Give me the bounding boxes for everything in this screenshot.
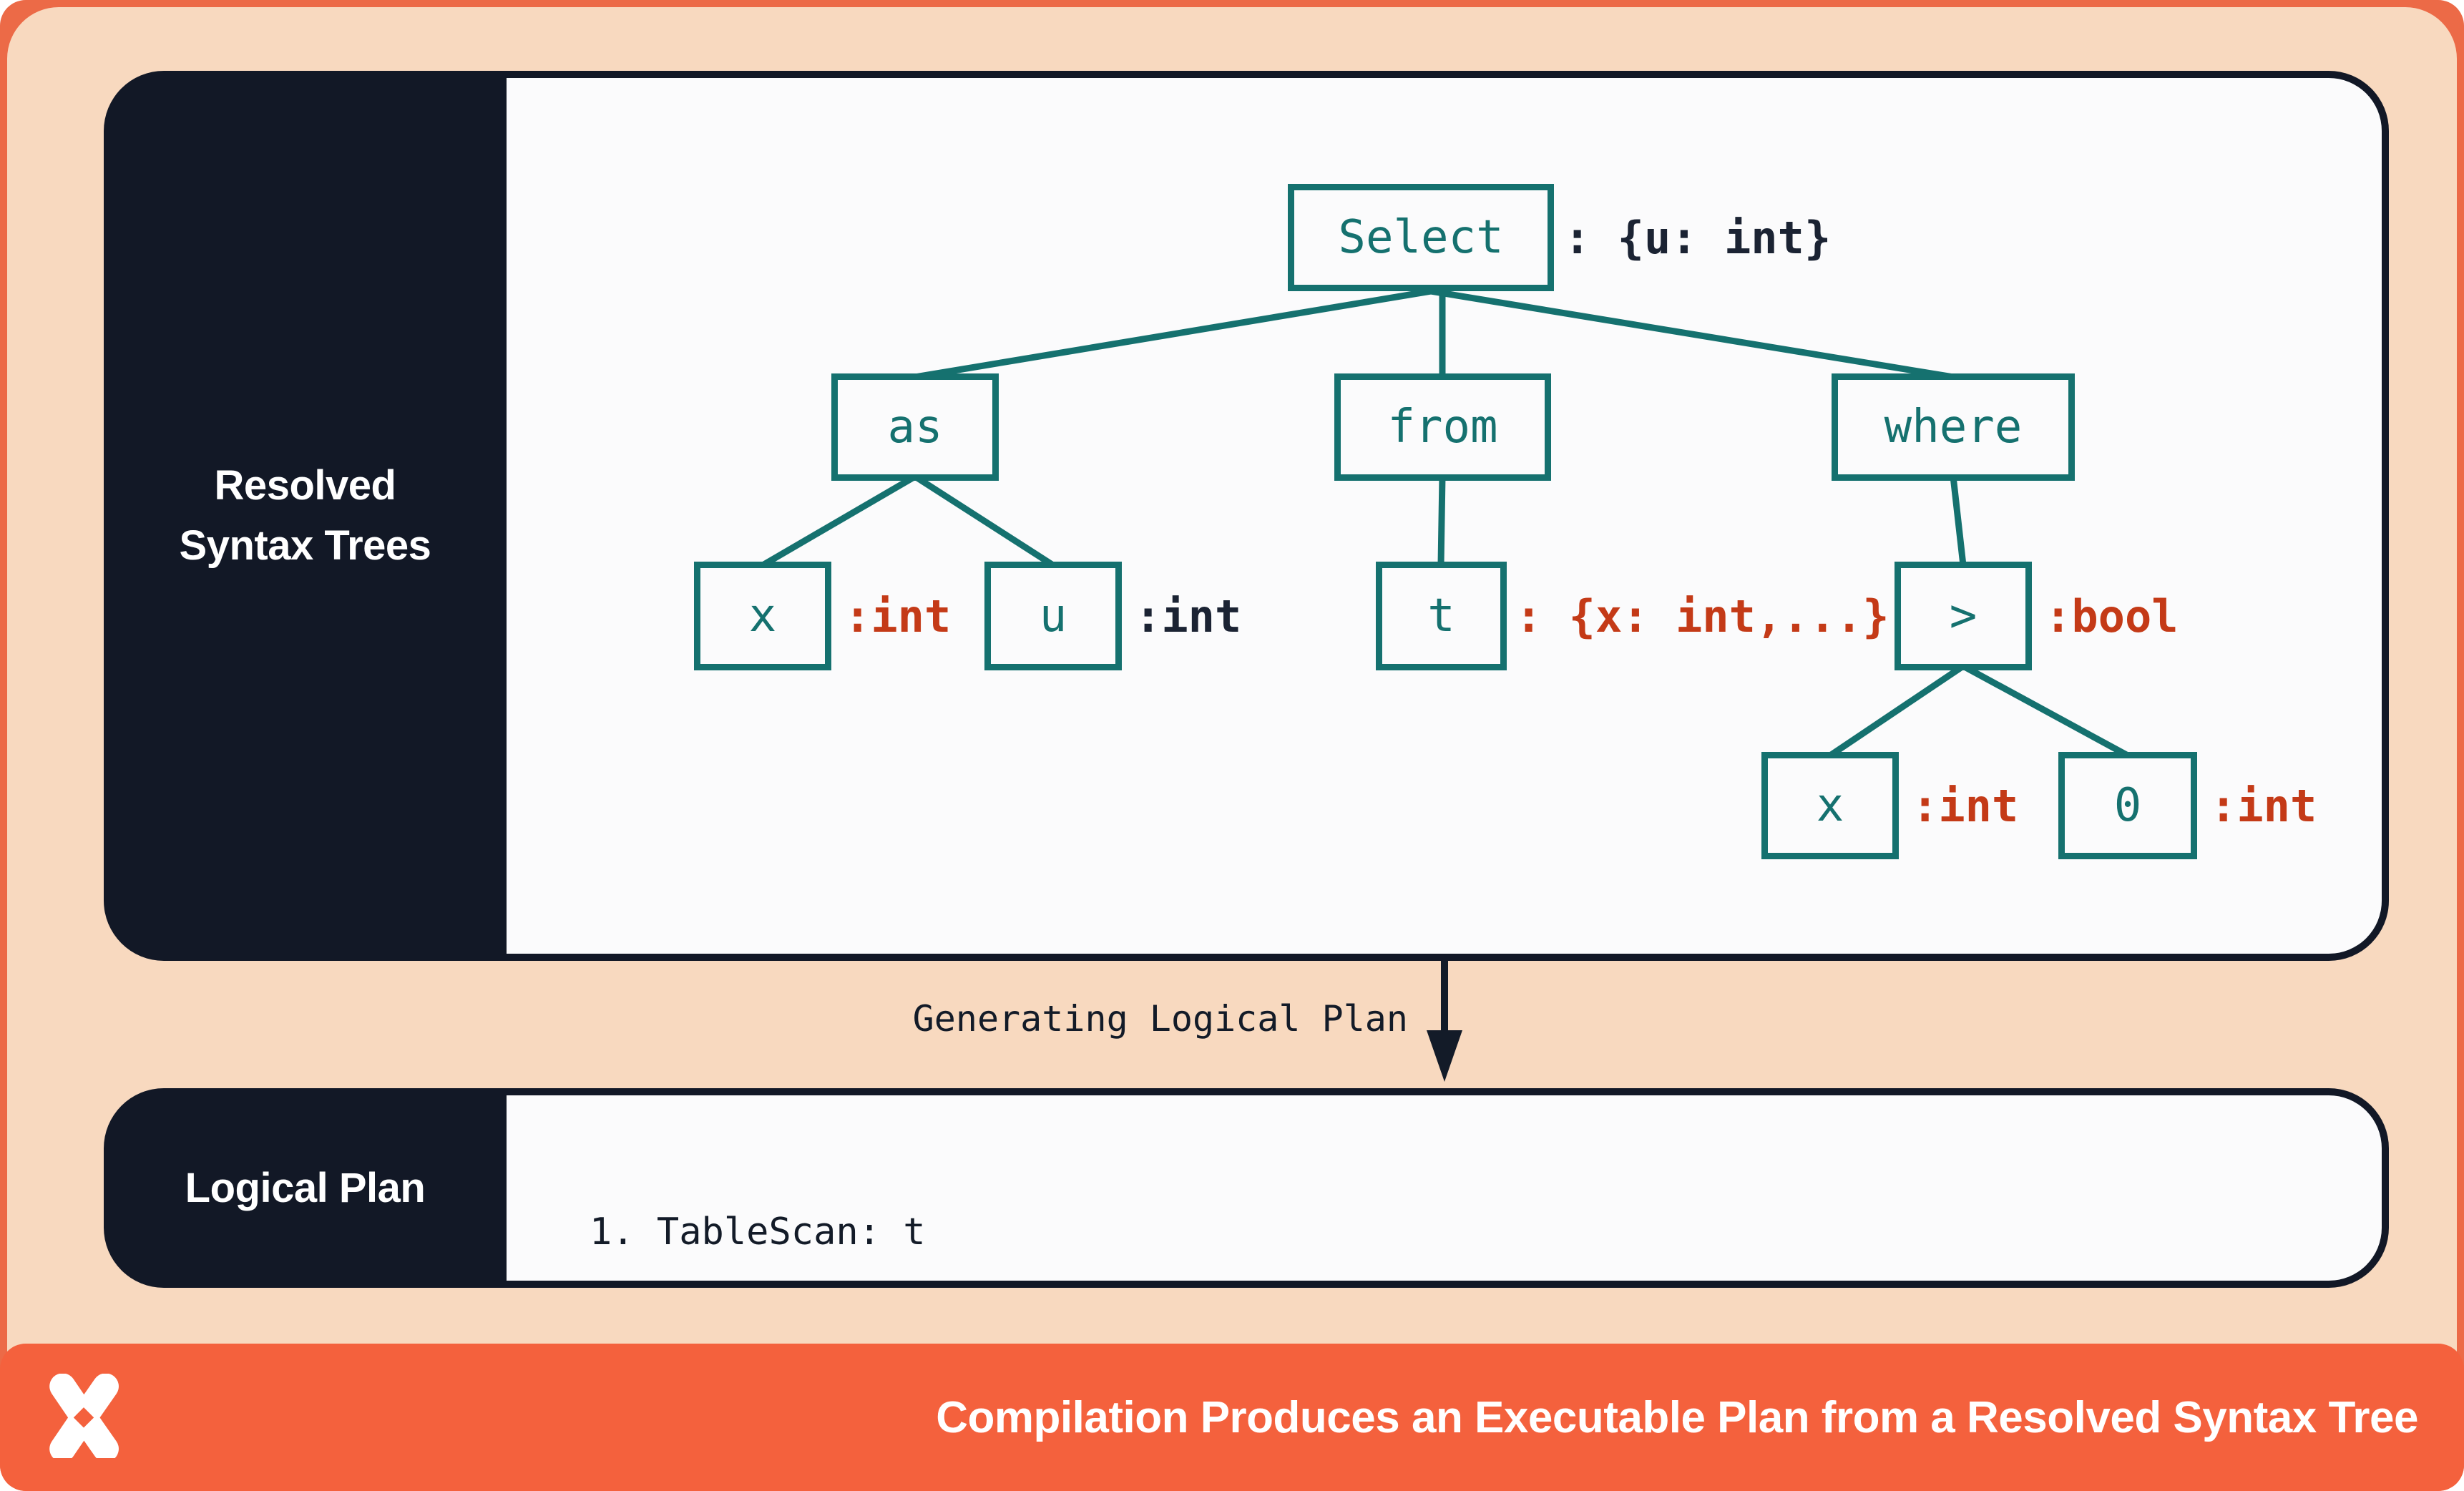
tree-node-greater-than: > bbox=[1895, 562, 2032, 670]
type-annotation-zero: :int bbox=[2210, 779, 2317, 832]
type-annotation-t: : {x: int,...} bbox=[1515, 590, 1889, 642]
tree-node-x-operand: x bbox=[1761, 752, 1899, 859]
logical-plan-sidebar: Logical Plan bbox=[104, 1088, 507, 1288]
node-label: t bbox=[1427, 590, 1455, 642]
type-annotation-u: :int bbox=[1135, 590, 1242, 642]
tree-node-where: where bbox=[1832, 373, 2075, 481]
type-annotation-greater-than: :bool bbox=[2045, 590, 2179, 642]
x-pinwheel-logo bbox=[49, 1374, 119, 1458]
sidebar-label-line1: Resolved bbox=[214, 462, 396, 509]
tree-node-as: as bbox=[831, 373, 999, 481]
sidebar-label: Logical Plan bbox=[185, 1164, 426, 1211]
type-annotation-select: : {u: int} bbox=[1564, 211, 1832, 264]
footer-bar: Compilation Produces an Executable Plan … bbox=[0, 1344, 2464, 1491]
footer-title: Compilation Produces an Executable Plan … bbox=[936, 1392, 2418, 1442]
tree-node-x: x bbox=[694, 562, 831, 670]
plan-step: 1. TableScan: t bbox=[590, 1211, 926, 1253]
tree-node-t: t bbox=[1376, 562, 1507, 670]
logical-plan-panel: Logical Plan bbox=[104, 1088, 2389, 1288]
node-label: as bbox=[887, 401, 943, 454]
type-annotation-x-operand: :int bbox=[1912, 779, 2019, 832]
node-label: from bbox=[1387, 401, 1498, 454]
logical-plan-canvas bbox=[507, 1095, 2382, 1281]
tree-node-select: Select bbox=[1288, 184, 1554, 291]
resolved-syntax-trees-panel: Resolved Syntax Trees bbox=[104, 71, 2389, 961]
sidebar-label-line2: Syntax Trees bbox=[179, 522, 431, 569]
node-label: x bbox=[748, 590, 777, 642]
node-label: where bbox=[1884, 401, 2023, 454]
node-label: x bbox=[1816, 779, 1844, 832]
resolved-syntax-trees-sidebar: Resolved Syntax Trees bbox=[104, 71, 507, 961]
node-label: Select bbox=[1338, 211, 1504, 264]
node-label: 0 bbox=[2113, 779, 2142, 832]
node-label: u bbox=[1039, 590, 1067, 642]
tree-node-from: from bbox=[1334, 373, 1551, 481]
type-annotation-x: :int bbox=[844, 590, 952, 642]
transition-label: Generating Logical Plan bbox=[912, 998, 1408, 1040]
node-label: > bbox=[1949, 590, 1977, 642]
tree-node-u: u bbox=[984, 562, 1122, 670]
tree-node-zero: 0 bbox=[2058, 752, 2197, 859]
